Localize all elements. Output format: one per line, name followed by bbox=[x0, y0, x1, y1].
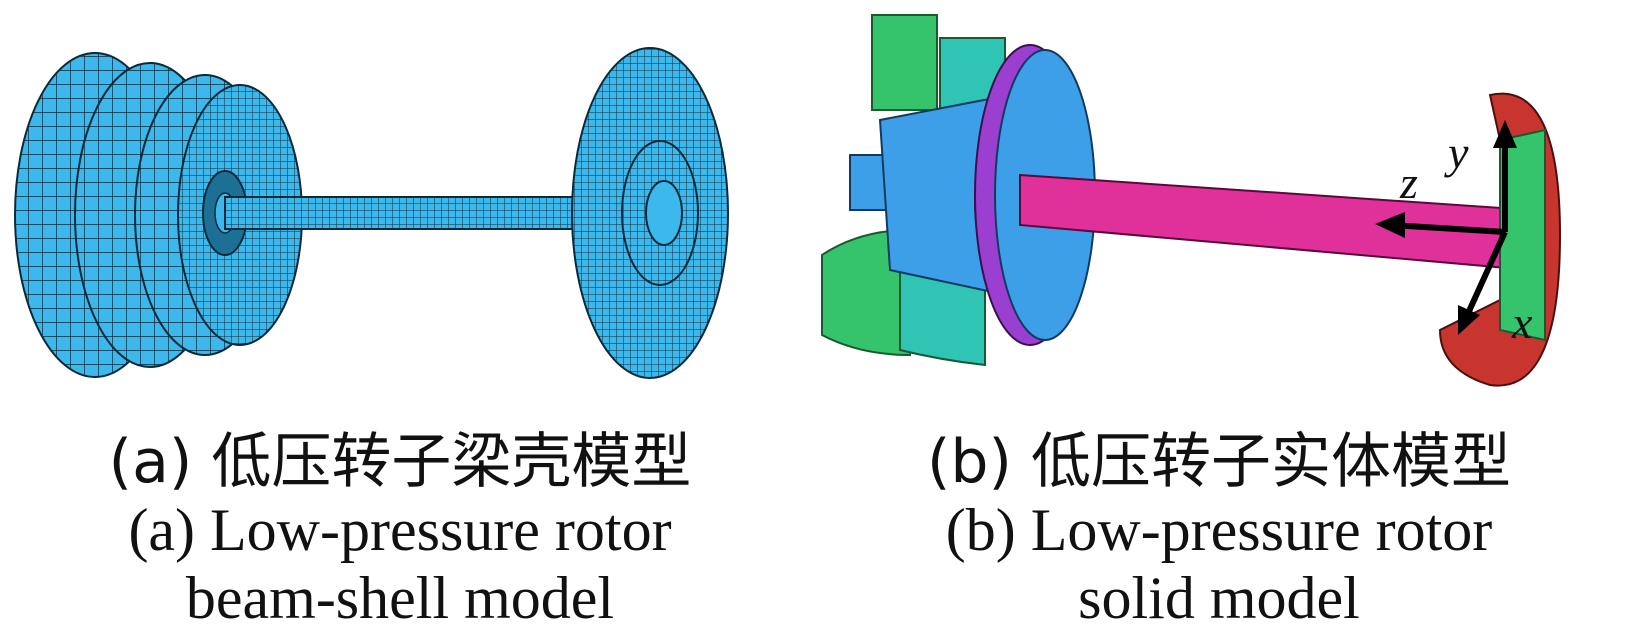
beam-shell-rotor-figure bbox=[14, 47, 729, 379]
x-axis-label: x bbox=[1511, 297, 1533, 348]
right-disk bbox=[571, 47, 729, 379]
caption-zh-b: (b) 低压转子实体模型 bbox=[927, 427, 1511, 497]
solid-rotor-figure: z y x bbox=[821, 14, 1562, 387]
shaft-solid bbox=[1019, 173, 1531, 272]
panel-b-solid-model: z y x (b) 低压转子实体模型 (b) Low-pressure roto… bbox=[800, 0, 1638, 642]
panel-a-beam-shell-model: (a) 低压转子梁壳模型 (a) Low-pressure rotor beam… bbox=[0, 0, 800, 642]
z-axis-label: z bbox=[1399, 157, 1418, 208]
left-disk-stack bbox=[14, 52, 303, 378]
caption-en-b-line2: solid model bbox=[1078, 565, 1360, 631]
caption-en-a-line2: beam-shell model bbox=[185, 565, 615, 631]
caption-zh-a: (a) 低压转子梁壳模型 bbox=[108, 427, 692, 497]
caption-en-b-line1: (b) Low-pressure rotor bbox=[945, 497, 1493, 563]
caption-en-a-line1: (a) Low-pressure rotor bbox=[128, 497, 672, 563]
y-axis-label: y bbox=[1444, 127, 1469, 178]
coordinate-axes: z y x bbox=[1375, 120, 1533, 348]
